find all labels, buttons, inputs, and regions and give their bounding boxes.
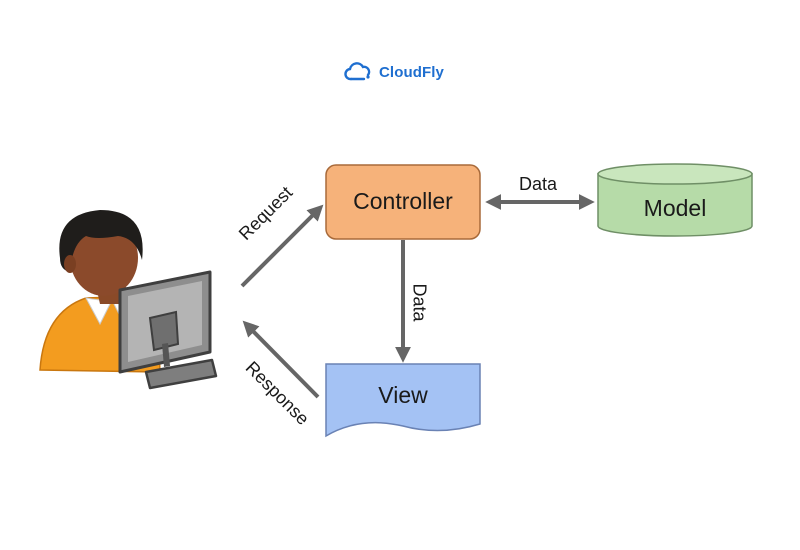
brand-logo: CloudFly [344, 60, 444, 84]
view-document [325, 363, 481, 438]
cloud-icon [344, 62, 371, 81]
request-arrow [240, 204, 324, 288]
response-arrow [242, 320, 320, 399]
view-label: View [378, 382, 428, 408]
monitor-icon [118, 270, 218, 390]
user-at-computer-icon [39, 210, 218, 390]
controller-box [325, 164, 481, 240]
controller-view-data-label: Data [409, 283, 430, 322]
brand-name: CloudFly [379, 63, 444, 81]
controller-model-data-label: Data [518, 174, 558, 194]
model-label: Model [643, 195, 707, 221]
controller-label: Controller [353, 188, 453, 214]
model-cylinder [597, 163, 753, 237]
